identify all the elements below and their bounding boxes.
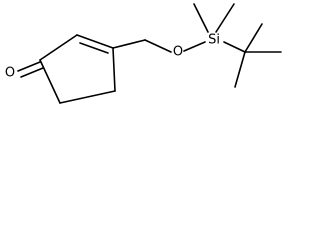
bond-o-si (183, 41, 206, 52)
bond-c1-o-b (20, 67, 44, 78)
bond-c1-c2 (39, 34, 78, 61)
bond-si-cq (223, 41, 246, 53)
atom-label-oxygen-ketone: O (5, 66, 15, 81)
bond-si-methyl-left (193, 3, 209, 33)
structure-canvas: O O Si (0, 0, 288, 110)
bond-c5-c1 (39, 59, 61, 104)
bond-c3-ch2 (112, 39, 146, 49)
molecule-drawing: O O Si (5, 3, 282, 104)
bond-ch2-o (144, 39, 172, 53)
atom-label-silicon: Si (208, 33, 220, 48)
bond-cq-me-bottom (234, 51, 246, 88)
bond-cq-me-top (244, 23, 263, 53)
bond-c2-c3-inner (79, 42, 109, 54)
bond-c2-c3 (76, 34, 114, 49)
atom-label-oxygen-ether: O (173, 45, 183, 60)
bond-c3-c4 (112, 47, 116, 92)
bond-c4-c5 (59, 90, 116, 104)
bond-si-methyl-right (215, 3, 235, 33)
bond-c1-o-a (17, 61, 41, 72)
